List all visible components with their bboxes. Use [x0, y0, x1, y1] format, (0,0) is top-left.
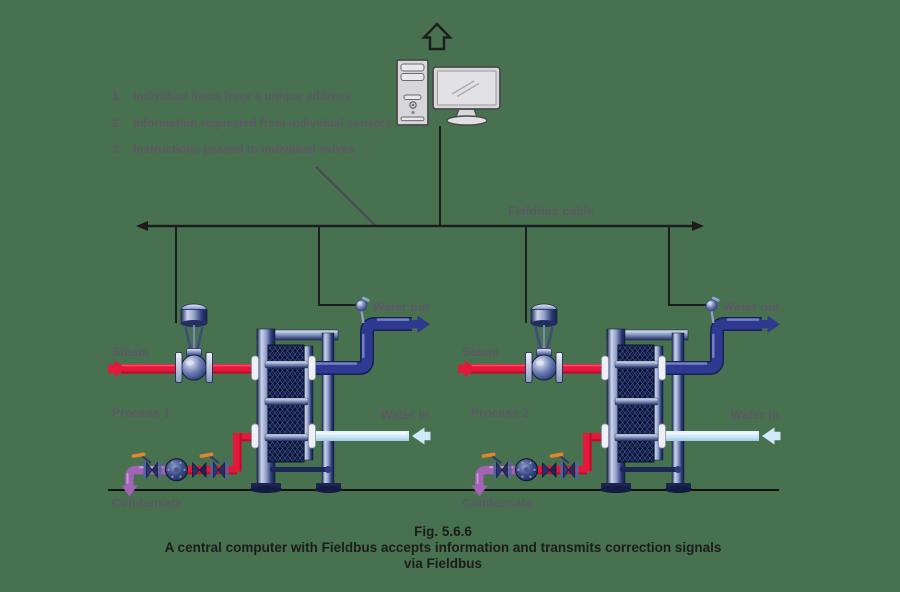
screen-shine	[451, 80, 480, 98]
condensate-label-1: Condensate	[112, 496, 183, 510]
list-item-text: Information requested from individual se…	[133, 117, 392, 130]
caption-line2: via Fieldbus	[403, 556, 483, 571]
list-item: 2. Information requested from individual…	[112, 118, 392, 130]
computer-icon	[396, 59, 501, 126]
list-item: 3. Instructions passed to individual val…	[112, 144, 392, 156]
fieldbus-left-arrow	[136, 221, 148, 231]
water-out-label-2: Water out	[723, 300, 780, 314]
process-unit-2	[458, 226, 781, 497]
fieldbus-cable-label: Fieldbus cable	[508, 204, 595, 218]
caption-line1: A central computer with Fieldbus accepts…	[164, 540, 722, 555]
steam-label-1: Steam	[112, 345, 150, 359]
steam-label-2: Steam	[462, 345, 500, 359]
fieldbus-cable-line	[136, 221, 704, 231]
process-label-2: Process 2	[471, 406, 530, 420]
water-in-label-1: Water in	[381, 408, 430, 422]
list-item-number: 1.	[112, 91, 122, 103]
list-item: 1. Individual items have a unique addres…	[112, 91, 392, 103]
monitor-icon	[432, 66, 501, 126]
process-label-1: Process 1	[112, 406, 171, 420]
list-item-text: Individual items have a unique address	[133, 91, 351, 103]
condensate-label-2: Condensate	[462, 496, 533, 510]
caption-fig: Fig. 5.6.6	[414, 524, 472, 539]
callout-line	[315, 166, 376, 226]
list-item-number: 2.	[112, 117, 122, 130]
numbered-list: 1. Individual items have a unique addres…	[112, 91, 392, 171]
process-unit-1	[108, 226, 431, 497]
water-in-label-2: Water in	[731, 408, 780, 422]
water-out-label-1: Water out	[373, 300, 430, 314]
fieldbus-right-arrow	[692, 221, 704, 231]
up-arrow-icon	[421, 22, 453, 51]
figure-caption: Fig. 5.6.6 A central computer with Field…	[0, 524, 886, 572]
list-item-text: Instructions passed to individual valves	[133, 144, 355, 156]
list-item-number: 3.	[112, 144, 122, 156]
